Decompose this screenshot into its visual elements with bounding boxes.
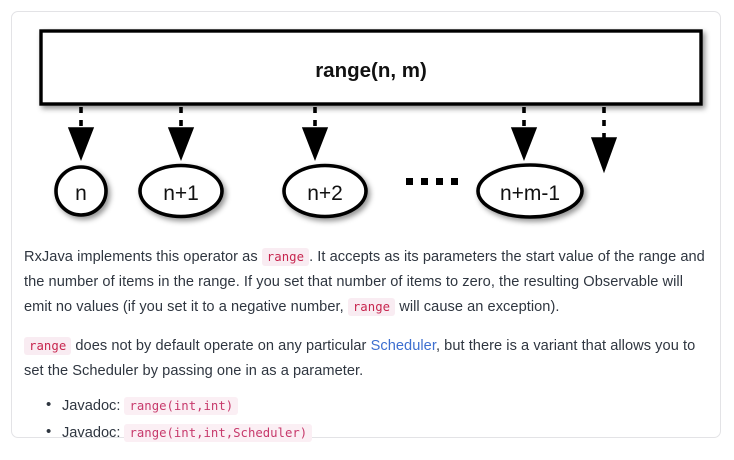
marble-label-n-plus-2: n+2 [307, 182, 343, 205]
javadoc-signature-link[interactable]: range(int,int,Scheduler) [124, 424, 313, 442]
para1-text-2: . It accepts as its parameters the start… [24, 249, 705, 315]
para1-text-3: will cause an exception). [399, 299, 560, 315]
javadoc-label: Javadoc: [62, 398, 121, 414]
inline-code-range-1: range [261, 248, 310, 266]
javadoc-list: Javadoc: range(int,int) Javadoc: range(i… [24, 393, 710, 445]
ellipsis-dots [406, 178, 458, 185]
para2-text-1: does not by default operate on any parti… [75, 338, 367, 354]
marble-n-plus-2 [282, 163, 368, 219]
operator-doc-card: range(n, m) [11, 11, 722, 444]
javadoc-label: Javadoc: [62, 425, 121, 441]
list-item: Javadoc: range(int,int) [46, 393, 710, 418]
marble-label-n-plus-m-minus-1: n+m-1 [500, 182, 560, 205]
marble-n [54, 165, 108, 217]
marble-label-n-plus-1: n+1 [163, 182, 199, 205]
para1-text-1: RxJava implements this operator as [24, 249, 258, 265]
list-item: Javadoc: range(int,int,Scheduler) [46, 420, 710, 445]
marble-diagram: range(n, m) [12, 12, 722, 240]
operator-box [39, 29, 703, 106]
marble-n-plus-m-minus-1 [476, 163, 584, 219]
paragraph-scheduler: range does not by default operate on any… [24, 334, 710, 384]
dashed-connectors [67, 107, 618, 174]
paragraph-implements: RxJava implements this operator as range… [24, 245, 710, 320]
javadoc-signature-link[interactable]: range(int,int) [124, 397, 239, 415]
inline-code-range-3: range [24, 337, 72, 355]
marble-n-plus-1 [138, 163, 224, 219]
operator-description: RxJava implements this operator as range… [24, 245, 710, 448]
inline-code-range-2: range [347, 298, 396, 316]
marble-label-n: n [75, 182, 87, 205]
para2-text-2: , but there is a variant that allows you… [24, 338, 696, 379]
scheduler-link[interactable]: Scheduler [370, 338, 436, 354]
operator-box-label: range(n, m) [315, 59, 427, 82]
